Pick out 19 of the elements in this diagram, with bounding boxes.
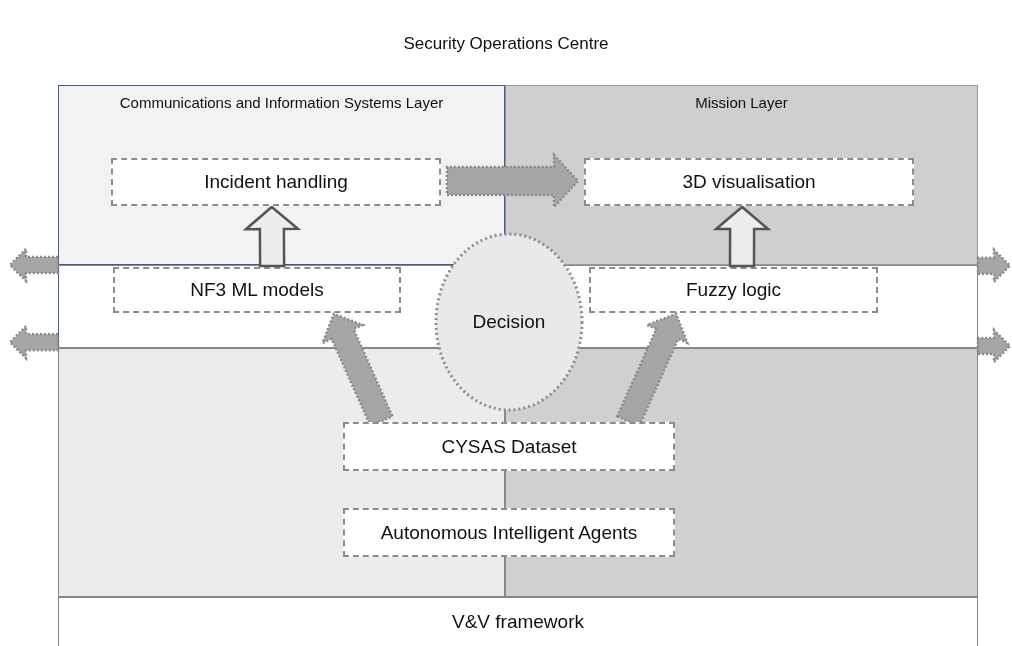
layer-panel [58, 85, 505, 265]
process-box: CYSAS Dataset [343, 422, 675, 471]
block-arrow [976, 246, 1012, 285]
block-arrow [8, 323, 60, 362]
process-box: Autonomous Intelligent Agents [343, 508, 675, 557]
node-label: Decision [472, 311, 546, 333]
block-arrow [8, 246, 60, 284]
process-box: NF3 ML models [113, 267, 401, 313]
framework-bar: V&V framework [58, 597, 978, 646]
process-box: Incident handling [111, 158, 441, 206]
diagram-title: Security Operations Centre [403, 34, 609, 53]
block-arrow [242, 205, 302, 268]
panel-title: Communications and Information Systems Layer [119, 94, 444, 111]
panel-title: Mission Layer [695, 94, 788, 111]
layer-panel [505, 85, 978, 265]
block-arrow [976, 327, 1012, 365]
process-box: 3D visualisation [584, 158, 914, 206]
process-box: Fuzzy logic [589, 267, 878, 313]
block-arrow [712, 205, 772, 268]
